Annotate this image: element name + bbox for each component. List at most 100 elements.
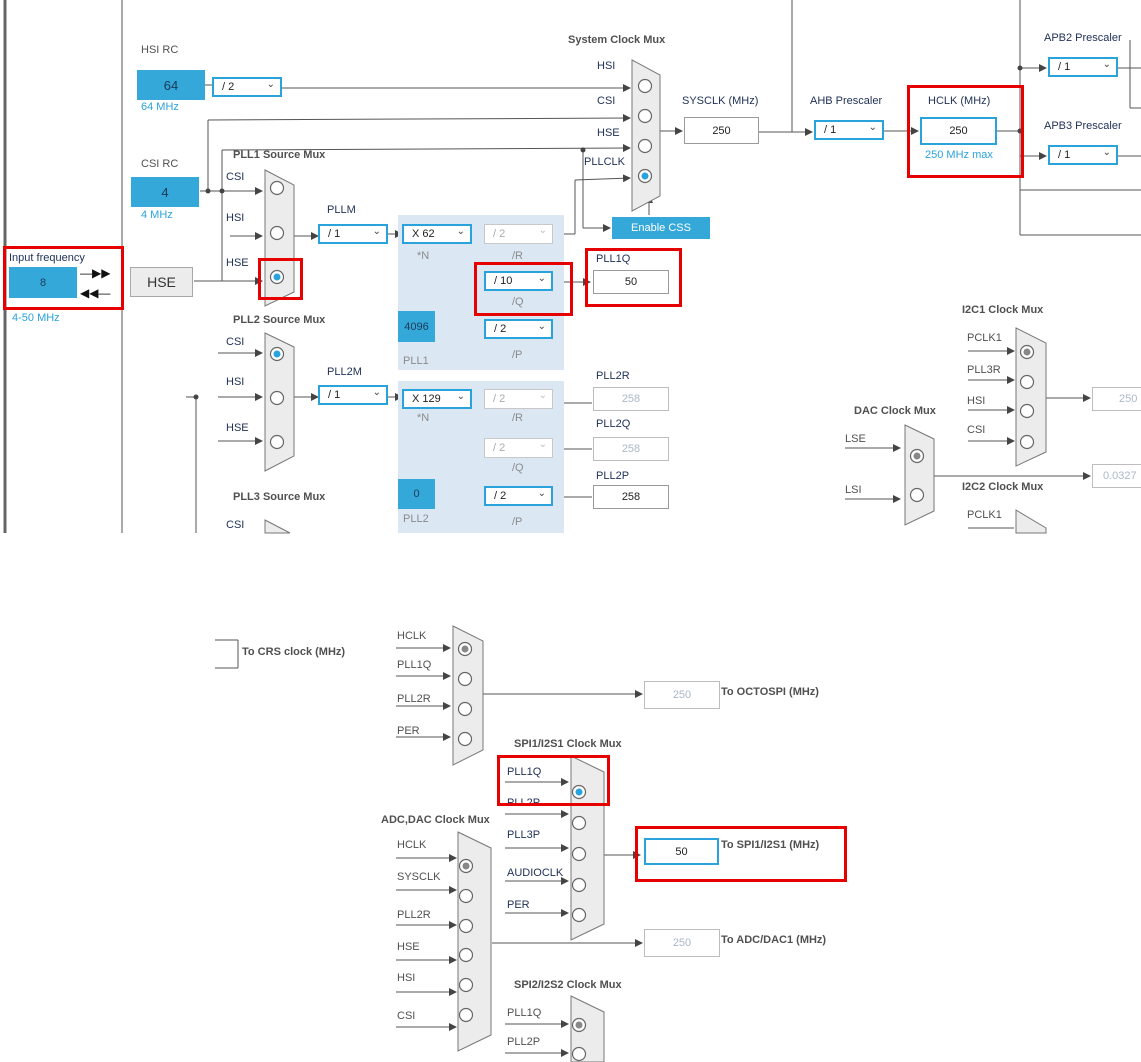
input-arrow-out-icon: —▶▶ bbox=[80, 266, 111, 280]
sysclk-label: SYSCLK (MHz) bbox=[682, 95, 759, 107]
i2c1-in-pclk1: PCLK1 bbox=[967, 332, 1002, 344]
sysmux-hse: HSE bbox=[597, 127, 620, 139]
pll2-mux-csi: CSI bbox=[226, 336, 245, 348]
pll2r-output: 258 bbox=[593, 387, 669, 411]
adc-output-label: To ADC/DAC1 (MHz) bbox=[721, 934, 827, 946]
sysmux-pllclk: PLLCLK bbox=[584, 156, 625, 168]
i2c1-output-value: 250 bbox=[1119, 393, 1138, 405]
chevron-down-icon: ⌄ bbox=[538, 390, 547, 401]
pll2-p-value: / 2 bbox=[494, 490, 507, 502]
ahb-prescaler-value: / 1 bbox=[824, 124, 837, 136]
i2c2-clock-mux-title: I2C2 Clock Mux bbox=[962, 481, 1044, 493]
chevron-down-icon: ⌄ bbox=[456, 226, 465, 237]
pll1-p-select[interactable]: / 2⌄ bbox=[484, 319, 553, 339]
pll1-mux-radio-hse[interactable] bbox=[268, 268, 286, 286]
hsi-divider-select[interactable]: / 2⌄ bbox=[212, 77, 282, 97]
i2c2-in-pclk1: PCLK1 bbox=[967, 509, 1002, 521]
pll1-source-mux-title: PLL1 Source Mux bbox=[233, 149, 326, 161]
adc-in-hsi: HSI bbox=[397, 972, 416, 984]
sysclk-field[interactable]: 250 bbox=[684, 117, 759, 144]
octo-in-hclk: HCLK bbox=[397, 630, 427, 642]
chevron-down-icon: ⌄ bbox=[266, 79, 275, 90]
ahb-prescaler-select[interactable]: / 1⌄ bbox=[814, 120, 884, 140]
spi2-in-pll2p: PLL2P bbox=[507, 1036, 541, 1048]
adc-in-csi: CSI bbox=[397, 1010, 416, 1022]
pll1-p-value: / 2 bbox=[494, 323, 507, 335]
adc-output: 250 bbox=[644, 929, 720, 957]
enable-css-button[interactable]: Enable CSS bbox=[612, 217, 710, 239]
pll1-mux-hse: HSE bbox=[226, 257, 249, 269]
chevron-down-icon: ⌄ bbox=[537, 488, 546, 499]
adc-in-hclk: HCLK bbox=[397, 839, 427, 851]
pll1-name: PLL1 bbox=[403, 355, 429, 367]
hclk-max: 250 MHz max bbox=[925, 149, 993, 161]
pll2p-label: PLL2P bbox=[596, 470, 630, 482]
octo-in-pll2r: PLL2R bbox=[397, 693, 431, 705]
spi2-clock-mux-title: SPI2/I2S2 Clock Mux bbox=[514, 979, 622, 991]
spi1-mux-radio-pll1q[interactable] bbox=[570, 783, 588, 801]
hse-oscillator[interactable]: HSE bbox=[130, 267, 193, 297]
pll2-r-label: /R bbox=[512, 412, 523, 424]
pll2m-select[interactable]: / 1⌄ bbox=[318, 385, 388, 405]
pll1-q-value: / 10 bbox=[494, 275, 513, 287]
pllm-select[interactable]: / 1⌄ bbox=[318, 224, 388, 244]
csi-rc-value: 4 bbox=[131, 177, 199, 207]
sysmux-hsi: HSI bbox=[597, 60, 616, 72]
pll2q-output: 258 bbox=[593, 437, 669, 461]
spi1-clock-mux-title: SPI1/I2S1 Clock Mux bbox=[514, 738, 622, 750]
octospi-output-label: To OCTOSPI (MHz) bbox=[721, 686, 819, 698]
adc-in-sysclk: SYSCLK bbox=[397, 871, 441, 883]
pll1-n-select[interactable]: X 62⌄ bbox=[402, 224, 472, 244]
apb2-prescaler-select[interactable]: / 1⌄ bbox=[1048, 57, 1118, 77]
dac-output-value: 0.0327 bbox=[1103, 470, 1137, 482]
dac-output: 0.0327 bbox=[1092, 464, 1141, 488]
pll1-mux-hsi: HSI bbox=[226, 212, 245, 224]
hclk-label: HCLK (MHz) bbox=[928, 95, 991, 107]
chevron-down-icon: ⌄ bbox=[537, 273, 546, 284]
chevron-down-icon: ⌄ bbox=[538, 439, 547, 450]
chevron-down-icon: ⌄ bbox=[456, 391, 465, 402]
i2c1-in-csi: CSI bbox=[967, 424, 986, 436]
pll1-p-label: /P bbox=[512, 349, 523, 361]
pll1-r-select[interactable]: / 2 ⌄ bbox=[484, 224, 553, 244]
pll2m-label: PLL2M bbox=[327, 366, 362, 378]
pll2-n-select[interactable]: X 129⌄ bbox=[402, 389, 472, 409]
hclk-field[interactable]: 250 bbox=[920, 117, 997, 145]
i2c1-output: 250 bbox=[1092, 387, 1141, 411]
pll1-r-label: /R bbox=[512, 250, 523, 262]
pll2-name: PLL2 bbox=[403, 513, 429, 525]
pll1-r-value: / 2 bbox=[493, 228, 506, 240]
spi2-in-pll1q: PLL1Q bbox=[507, 1007, 542, 1019]
pll1-fraction[interactable]: 4096 bbox=[398, 311, 435, 342]
pll2-r-value: / 2 bbox=[493, 393, 506, 405]
pll2-p-select[interactable]: / 2 ⌄ bbox=[484, 486, 553, 506]
dac-in-lse: LSE bbox=[845, 433, 866, 445]
input-frequency-value: 8 bbox=[39, 276, 47, 289]
pllm-value: / 1 bbox=[328, 228, 341, 240]
pll2-q-value: / 2 bbox=[493, 442, 506, 454]
pll1-q-select[interactable]: / 10 ⌄ bbox=[484, 271, 553, 291]
pll2-source-mux-title: PLL2 Source Mux bbox=[233, 314, 326, 326]
input-frequency-range: 4-50 MHz bbox=[12, 312, 60, 324]
pllm-label: PLLM bbox=[327, 204, 356, 216]
pll2p-output: 258 bbox=[593, 485, 669, 509]
csi-rc-title: CSI RC bbox=[141, 158, 179, 170]
pll1q-label: PLL1Q bbox=[596, 253, 631, 265]
chevron-down-icon: ⌄ bbox=[372, 387, 381, 398]
pll2-q-select[interactable]: / 2 ⌄ bbox=[484, 438, 553, 458]
pll2-fraction[interactable]: 0 bbox=[398, 479, 435, 509]
csi-rc-freq: 4 MHz bbox=[141, 209, 173, 221]
pll2-q-label: /Q bbox=[512, 462, 524, 474]
pll2-mux-hsi: HSI bbox=[226, 376, 245, 388]
pll2-r-select[interactable]: / 2 ⌄ bbox=[484, 389, 553, 409]
i2c1-in-pll3r: PLL3R bbox=[967, 364, 1001, 376]
pll2-p-label: /P bbox=[512, 516, 523, 528]
apb3-prescaler-select[interactable]: / 1⌄ bbox=[1048, 145, 1118, 165]
dac-in-lsi: LSI bbox=[845, 484, 862, 496]
input-frequency-field[interactable]: 8 bbox=[9, 267, 77, 298]
octo-in-pll1q: PLL1Q bbox=[397, 659, 432, 671]
hsi-rc-title: HSI RC bbox=[141, 44, 179, 56]
input-arrow-in-icon: ◀◀— bbox=[80, 286, 111, 300]
pll3-mux-csi: CSI bbox=[226, 519, 245, 531]
chevron-down-icon: ⌄ bbox=[538, 225, 547, 236]
